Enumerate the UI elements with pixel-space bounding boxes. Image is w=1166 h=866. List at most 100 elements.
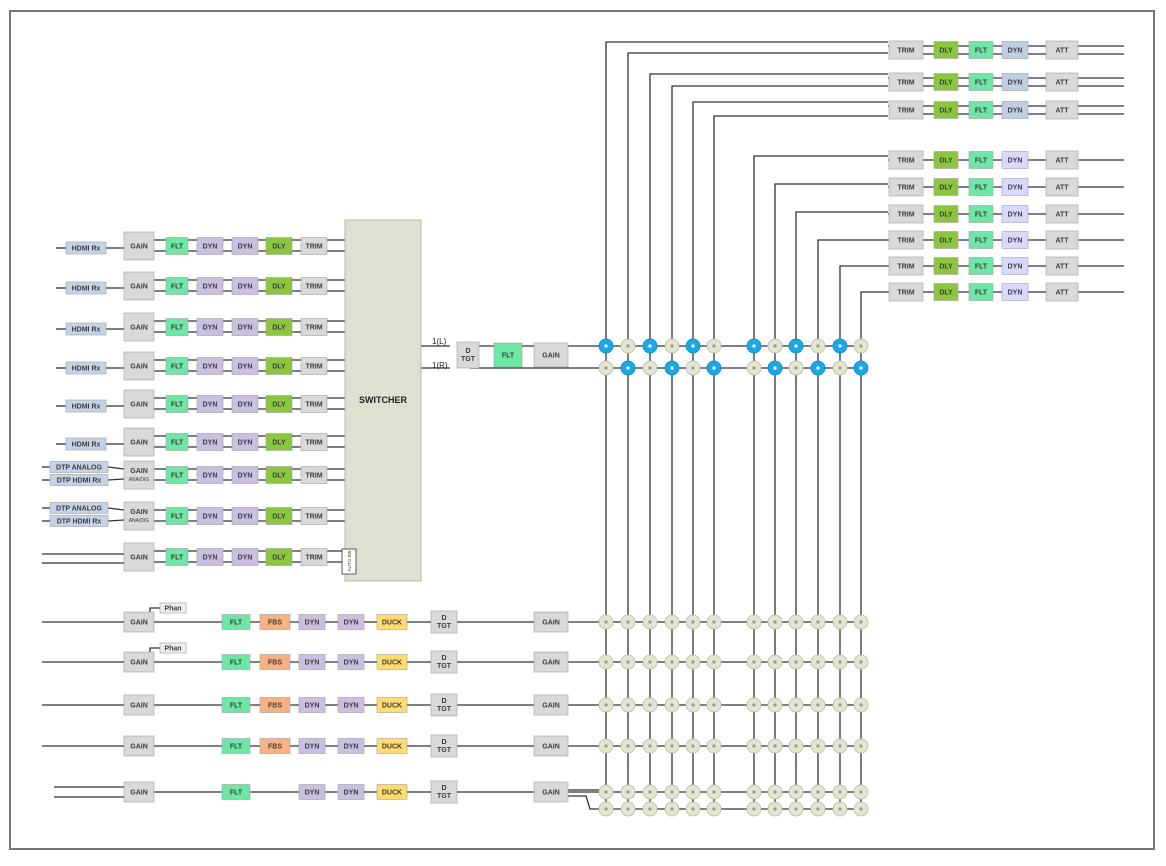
matrix-node[interactable] (810, 697, 826, 713)
matrix-node[interactable] (746, 360, 762, 376)
matrix-node[interactable] (642, 801, 658, 817)
matrix-node[interactable] (642, 614, 658, 630)
matrix-node-active[interactable] (706, 360, 722, 376)
matrix-node[interactable] (706, 784, 722, 800)
matrix-node[interactable] (746, 801, 762, 817)
matrix-node[interactable] (642, 654, 658, 670)
matrix-node[interactable] (788, 697, 804, 713)
matrix-node-active[interactable] (664, 360, 680, 376)
matrix-node[interactable] (685, 738, 701, 754)
matrix-node-active[interactable] (620, 360, 636, 376)
matrix-node[interactable] (664, 738, 680, 754)
matrix-node[interactable] (853, 738, 869, 754)
matrix-node[interactable] (767, 738, 783, 754)
matrix-node[interactable] (853, 801, 869, 817)
matrix-node[interactable] (706, 801, 722, 817)
matrix-node[interactable] (832, 784, 848, 800)
matrix-node[interactable] (664, 801, 680, 817)
matrix-node[interactable] (810, 614, 826, 630)
matrix-node[interactable] (598, 654, 614, 670)
matrix-node[interactable] (706, 654, 722, 670)
matrix-node[interactable] (853, 697, 869, 713)
matrix-node-active[interactable] (746, 338, 762, 354)
matrix-node[interactable] (767, 697, 783, 713)
matrix-node-active[interactable] (598, 338, 614, 354)
matrix-node[interactable] (767, 654, 783, 670)
matrix-node[interactable] (810, 784, 826, 800)
matrix-node[interactable] (853, 784, 869, 800)
matrix-node[interactable] (664, 614, 680, 630)
matrix-node[interactable] (788, 654, 804, 670)
matrix-node[interactable] (832, 738, 848, 754)
node-dot (626, 703, 630, 707)
matrix-node[interactable] (706, 614, 722, 630)
matrix-node[interactable] (620, 654, 636, 670)
node-dot (648, 744, 652, 748)
matrix-node[interactable] (767, 801, 783, 817)
matrix-node[interactable] (788, 360, 804, 376)
matrix-node[interactable] (620, 738, 636, 754)
matrix-node[interactable] (620, 614, 636, 630)
matrix-node-active[interactable] (642, 338, 658, 354)
matrix-node-active[interactable] (767, 360, 783, 376)
matrix-node[interactable] (767, 784, 783, 800)
matrix-node[interactable] (664, 697, 680, 713)
matrix-node[interactable] (598, 614, 614, 630)
matrix-node[interactable] (620, 338, 636, 354)
matrix-node[interactable] (664, 338, 680, 354)
matrix-node[interactable] (832, 654, 848, 670)
matrix-node[interactable] (620, 801, 636, 817)
matrix-node[interactable] (598, 697, 614, 713)
matrix-node[interactable] (746, 654, 762, 670)
matrix-node[interactable] (810, 801, 826, 817)
matrix-node[interactable] (767, 614, 783, 630)
matrix-node[interactable] (685, 801, 701, 817)
matrix-node[interactable] (832, 360, 848, 376)
matrix-node-active[interactable] (832, 338, 848, 354)
matrix-node[interactable] (746, 784, 762, 800)
matrix-node[interactable] (810, 654, 826, 670)
matrix-node[interactable] (642, 784, 658, 800)
matrix-node[interactable] (810, 738, 826, 754)
matrix-node-active[interactable] (685, 338, 701, 354)
matrix-node[interactable] (767, 338, 783, 354)
matrix-column-wire (692, 101, 888, 810)
matrix-node[interactable] (706, 338, 722, 354)
matrix-node[interactable] (620, 697, 636, 713)
matrix-node[interactable] (685, 614, 701, 630)
matrix-node[interactable] (598, 360, 614, 376)
matrix-node-active[interactable] (788, 338, 804, 354)
matrix-node[interactable] (832, 614, 848, 630)
matrix-node[interactable] (598, 738, 614, 754)
matrix-node[interactable] (685, 360, 701, 376)
matrix-node-active[interactable] (810, 360, 826, 376)
matrix-node[interactable] (832, 801, 848, 817)
matrix-node[interactable] (746, 738, 762, 754)
matrix-node[interactable] (642, 360, 658, 376)
matrix-node[interactable] (706, 697, 722, 713)
matrix-node[interactable] (620, 784, 636, 800)
matrix-node[interactable] (664, 654, 680, 670)
matrix-node[interactable] (706, 738, 722, 754)
matrix-node[interactable] (746, 697, 762, 713)
matrix-node-active[interactable] (853, 360, 869, 376)
matrix-node[interactable] (810, 338, 826, 354)
matrix-node[interactable] (853, 654, 869, 670)
matrix-node[interactable] (685, 784, 701, 800)
matrix-node[interactable] (685, 697, 701, 713)
matrix-node[interactable] (664, 784, 680, 800)
matrix-node[interactable] (788, 784, 804, 800)
matrix-node[interactable] (788, 738, 804, 754)
matrix-node[interactable] (832, 697, 848, 713)
matrix-node[interactable] (853, 338, 869, 354)
matrix-node[interactable] (788, 801, 804, 817)
matrix-node[interactable] (853, 614, 869, 630)
matrix-node[interactable] (598, 784, 614, 800)
matrix-node[interactable] (598, 801, 614, 817)
matrix-node[interactable] (685, 654, 701, 670)
matrix-node[interactable] (642, 697, 658, 713)
matrix-node[interactable] (642, 738, 658, 754)
node-dot (670, 620, 674, 624)
matrix-node[interactable] (788, 614, 804, 630)
matrix-node[interactable] (746, 614, 762, 630)
